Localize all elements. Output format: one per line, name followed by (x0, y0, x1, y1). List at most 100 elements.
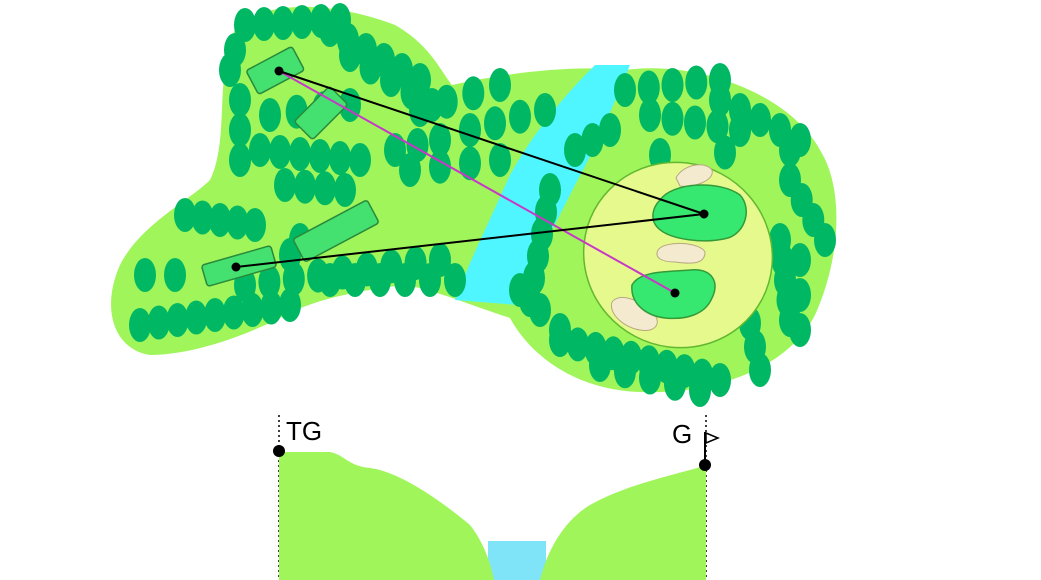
tree-icon (789, 313, 811, 347)
profile-water (488, 541, 546, 580)
tree-icon (564, 133, 586, 167)
tree-icon (309, 139, 331, 173)
tree-icon (749, 353, 771, 387)
tree-icon (549, 323, 571, 357)
shot-route-1 (278, 70, 705, 215)
tree-icon (459, 113, 481, 147)
tree-icon (329, 141, 351, 175)
tree-icon (709, 363, 731, 397)
tree-icon (185, 300, 208, 335)
tree-icon (272, 6, 294, 40)
tree-icon (249, 133, 271, 167)
tree-icon (259, 98, 281, 132)
tree-icon (209, 203, 231, 237)
tree-icon (279, 288, 301, 322)
tree-icon (129, 308, 151, 342)
tree-icon (166, 303, 189, 337)
tree-icon (244, 208, 266, 242)
tree-icon (399, 153, 421, 187)
tree-icon (706, 109, 729, 144)
tree-icon (191, 200, 214, 235)
tree-icon (581, 123, 604, 157)
tree-icon (291, 5, 313, 39)
tree-icon (369, 263, 391, 297)
hole-layout-map (111, 3, 837, 407)
pin-marker-icon (699, 209, 709, 219)
tree-icon (384, 133, 406, 167)
tree-icon (779, 133, 801, 167)
tree-icon (319, 263, 341, 297)
tree-icon (484, 106, 506, 141)
tree-icon (222, 295, 245, 330)
tree-icon (462, 76, 485, 111)
tree-icon (714, 135, 736, 170)
tee-marker-icon (231, 262, 241, 272)
tree-icon (637, 70, 660, 105)
tree-icon (253, 7, 275, 41)
tree-icon (534, 93, 556, 127)
tree-icon (749, 103, 771, 137)
tree-icon (459, 146, 481, 181)
tree-icon (789, 278, 811, 312)
tree-icon (344, 263, 366, 297)
tree-icon (664, 366, 686, 401)
elevation-profile: TG G (273, 415, 720, 580)
tree-icon (661, 68, 684, 102)
tee-marker-icon (274, 66, 284, 76)
tree-icon (639, 98, 661, 132)
tee-box-2 (294, 86, 348, 140)
tree-icon (489, 143, 511, 177)
tree-icon (229, 143, 251, 177)
profile-terrain-left (279, 452, 494, 580)
tree-icon (226, 205, 249, 240)
tree-icon (164, 258, 186, 292)
tree-clusters (129, 3, 836, 407)
tree-icon (147, 305, 170, 340)
tee-box-3 (293, 200, 379, 262)
tree-icon (444, 263, 466, 297)
tree-icon (260, 290, 283, 325)
tree-icon (689, 373, 711, 407)
tree-icon (380, 63, 402, 97)
tree-icon (529, 293, 551, 327)
tree-icon (429, 123, 451, 157)
tree-icon (589, 348, 611, 382)
tree-icon (409, 93, 431, 127)
tree-icon (709, 83, 731, 117)
tree-icon (729, 113, 751, 147)
tree-icon (274, 168, 296, 202)
tree-icon (294, 169, 316, 204)
tree-icon (509, 99, 531, 134)
sand-bunker-middle (656, 243, 706, 264)
tree-icon (339, 38, 361, 72)
tree-icon (509, 273, 531, 307)
tree-icon (489, 68, 511, 102)
tee-marker-icon (273, 445, 285, 457)
tee-ground-label: TG (286, 416, 322, 446)
green-label: G (672, 419, 692, 449)
tree-icon (685, 65, 708, 100)
profile-terrain-right (540, 464, 706, 580)
tree-icon (614, 73, 636, 107)
flag-icon (704, 431, 720, 465)
tree-icon (614, 354, 636, 389)
tree-icon (359, 50, 382, 85)
tree-icon (661, 101, 684, 136)
sand-bunker-lower (610, 297, 658, 331)
tree-icon (258, 264, 281, 299)
tree-icon (319, 13, 341, 47)
tree-icon (229, 83, 251, 117)
tree-icon (435, 84, 458, 119)
tree-icon (419, 263, 441, 297)
tree-icon (349, 143, 371, 177)
tree-icon (219, 53, 241, 87)
direct-line-tee-to-pin (278, 70, 676, 294)
pin-marker-icon (670, 288, 680, 298)
tree-icon (234, 8, 256, 42)
tree-icon (269, 135, 291, 169)
tree-icon (314, 171, 336, 206)
tree-icon (334, 173, 356, 207)
tree-icon (174, 198, 196, 232)
tree-icon (639, 360, 661, 395)
